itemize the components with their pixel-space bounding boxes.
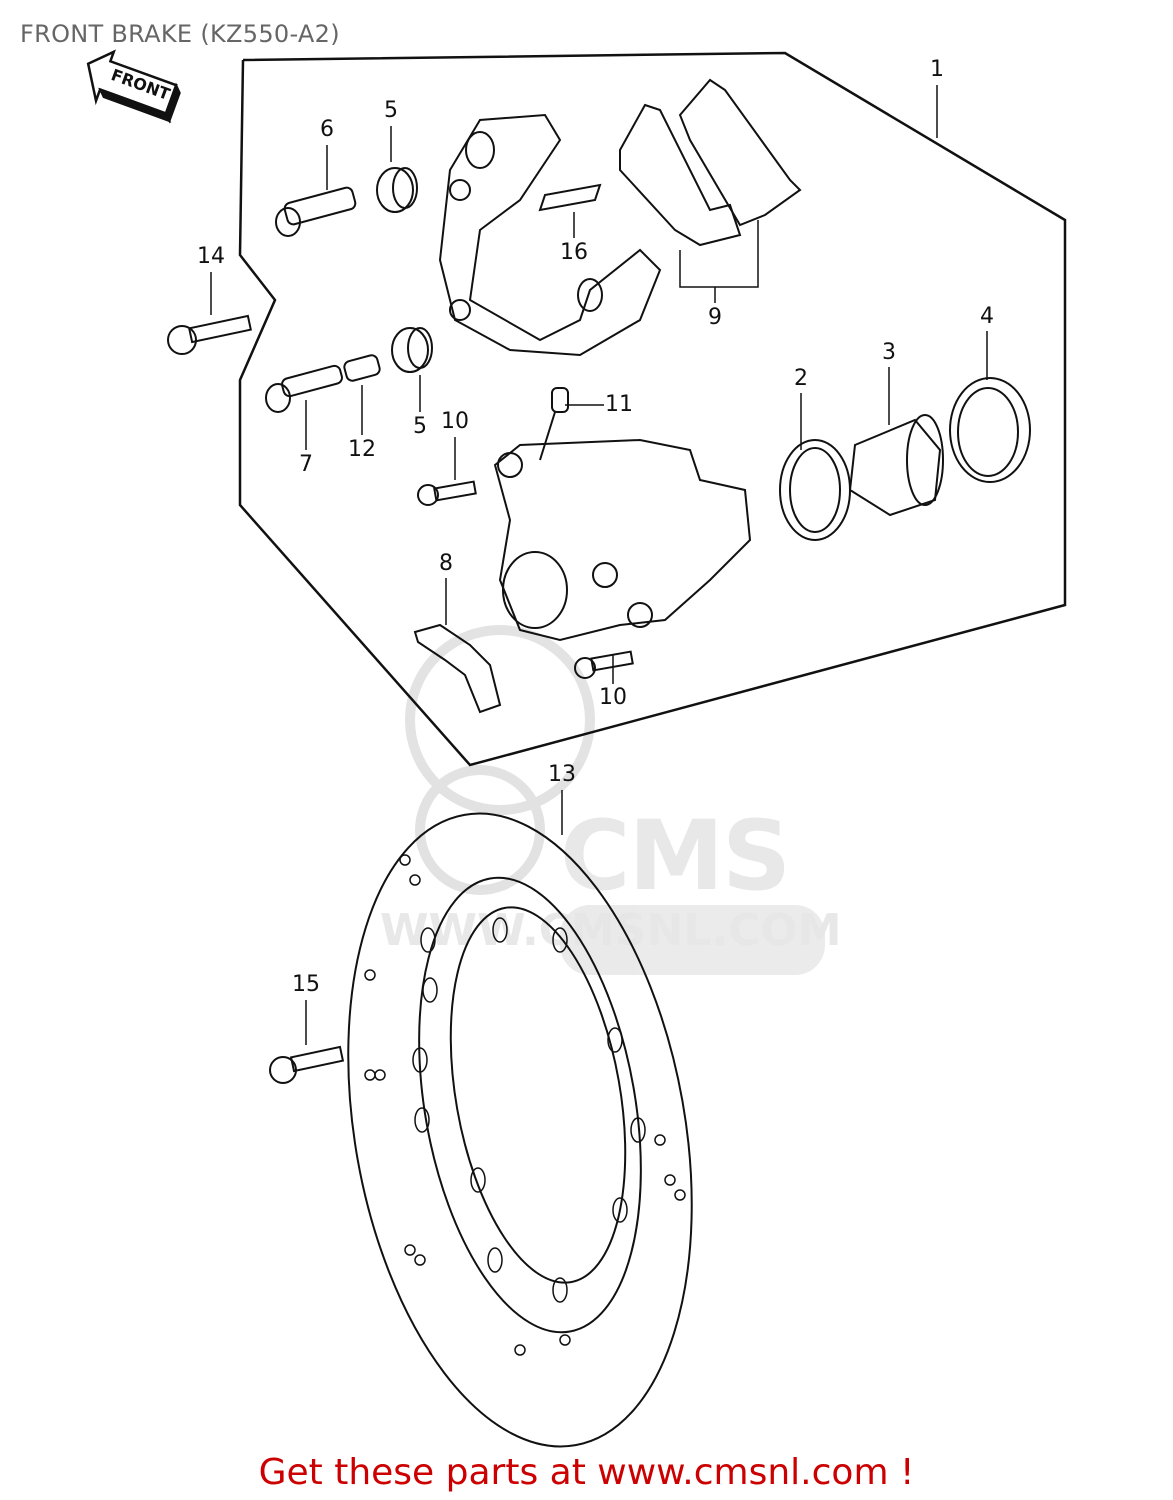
callout-part-7: 7 xyxy=(299,452,313,477)
part-3-piston-icon xyxy=(848,414,944,517)
callout-part-9: 9 xyxy=(708,305,722,330)
part-4-dust-seal-icon xyxy=(949,377,1031,483)
diagram-title: FRONT BRAKE (KZ550-A2) xyxy=(20,20,340,48)
callout-part-15: 15 xyxy=(292,972,320,997)
callout-part-2: 2 xyxy=(794,366,808,391)
part-15-disc-bolt-icon xyxy=(269,1045,345,1084)
part-7-pin-icon xyxy=(265,364,343,413)
callout-part-10-lower: 10 xyxy=(599,685,627,710)
part-9-brake-pads-icon xyxy=(619,78,802,247)
part-2-piston-seal-icon xyxy=(779,439,851,541)
callout-part-1: 1 xyxy=(930,57,944,82)
callout-part-8: 8 xyxy=(439,551,453,576)
front-direction-arrow-icon xyxy=(86,49,181,124)
callout-part-13: 13 xyxy=(548,762,576,787)
callout-part-16: 16 xyxy=(560,240,588,265)
callout-part-12: 12 xyxy=(348,437,376,462)
watermark-logo: CMS xyxy=(560,800,791,912)
part-14-bolt-icon xyxy=(167,314,252,355)
part-8-pad-clip-icon xyxy=(413,623,502,714)
caliper-bracket-icon xyxy=(438,113,662,357)
part-6-pin-icon xyxy=(275,186,357,237)
part-13-brake-disc-icon xyxy=(347,812,693,1448)
callout-part-10-upper: 10 xyxy=(441,409,469,434)
part-10-bolt-icon xyxy=(574,650,634,679)
part-5-boot-icon xyxy=(391,327,433,373)
callout-part-5-upper: 5 xyxy=(384,98,398,123)
part-10-bolt-icon xyxy=(417,480,477,506)
part-5-boot-icon xyxy=(376,167,418,213)
part-16-spring-icon xyxy=(538,183,602,212)
footer-promo-link[interactable]: Get these parts at www.cmsnl.com ! xyxy=(258,1452,915,1493)
caliper-body-icon xyxy=(493,438,752,642)
callout-part-4: 4 xyxy=(980,304,994,329)
callout-part-11: 11 xyxy=(605,392,633,417)
watermark-mascot-icon xyxy=(405,625,825,975)
callout-part-6: 6 xyxy=(320,117,334,142)
callout-part-3: 3 xyxy=(882,340,896,365)
part-11-bleeder-valve-icon xyxy=(539,387,569,461)
callout-part-14: 14 xyxy=(197,244,225,269)
part-12-sleeve-icon xyxy=(343,354,381,382)
assembly-outline xyxy=(238,51,1067,767)
callout-part-5-lower: 5 xyxy=(413,414,427,439)
